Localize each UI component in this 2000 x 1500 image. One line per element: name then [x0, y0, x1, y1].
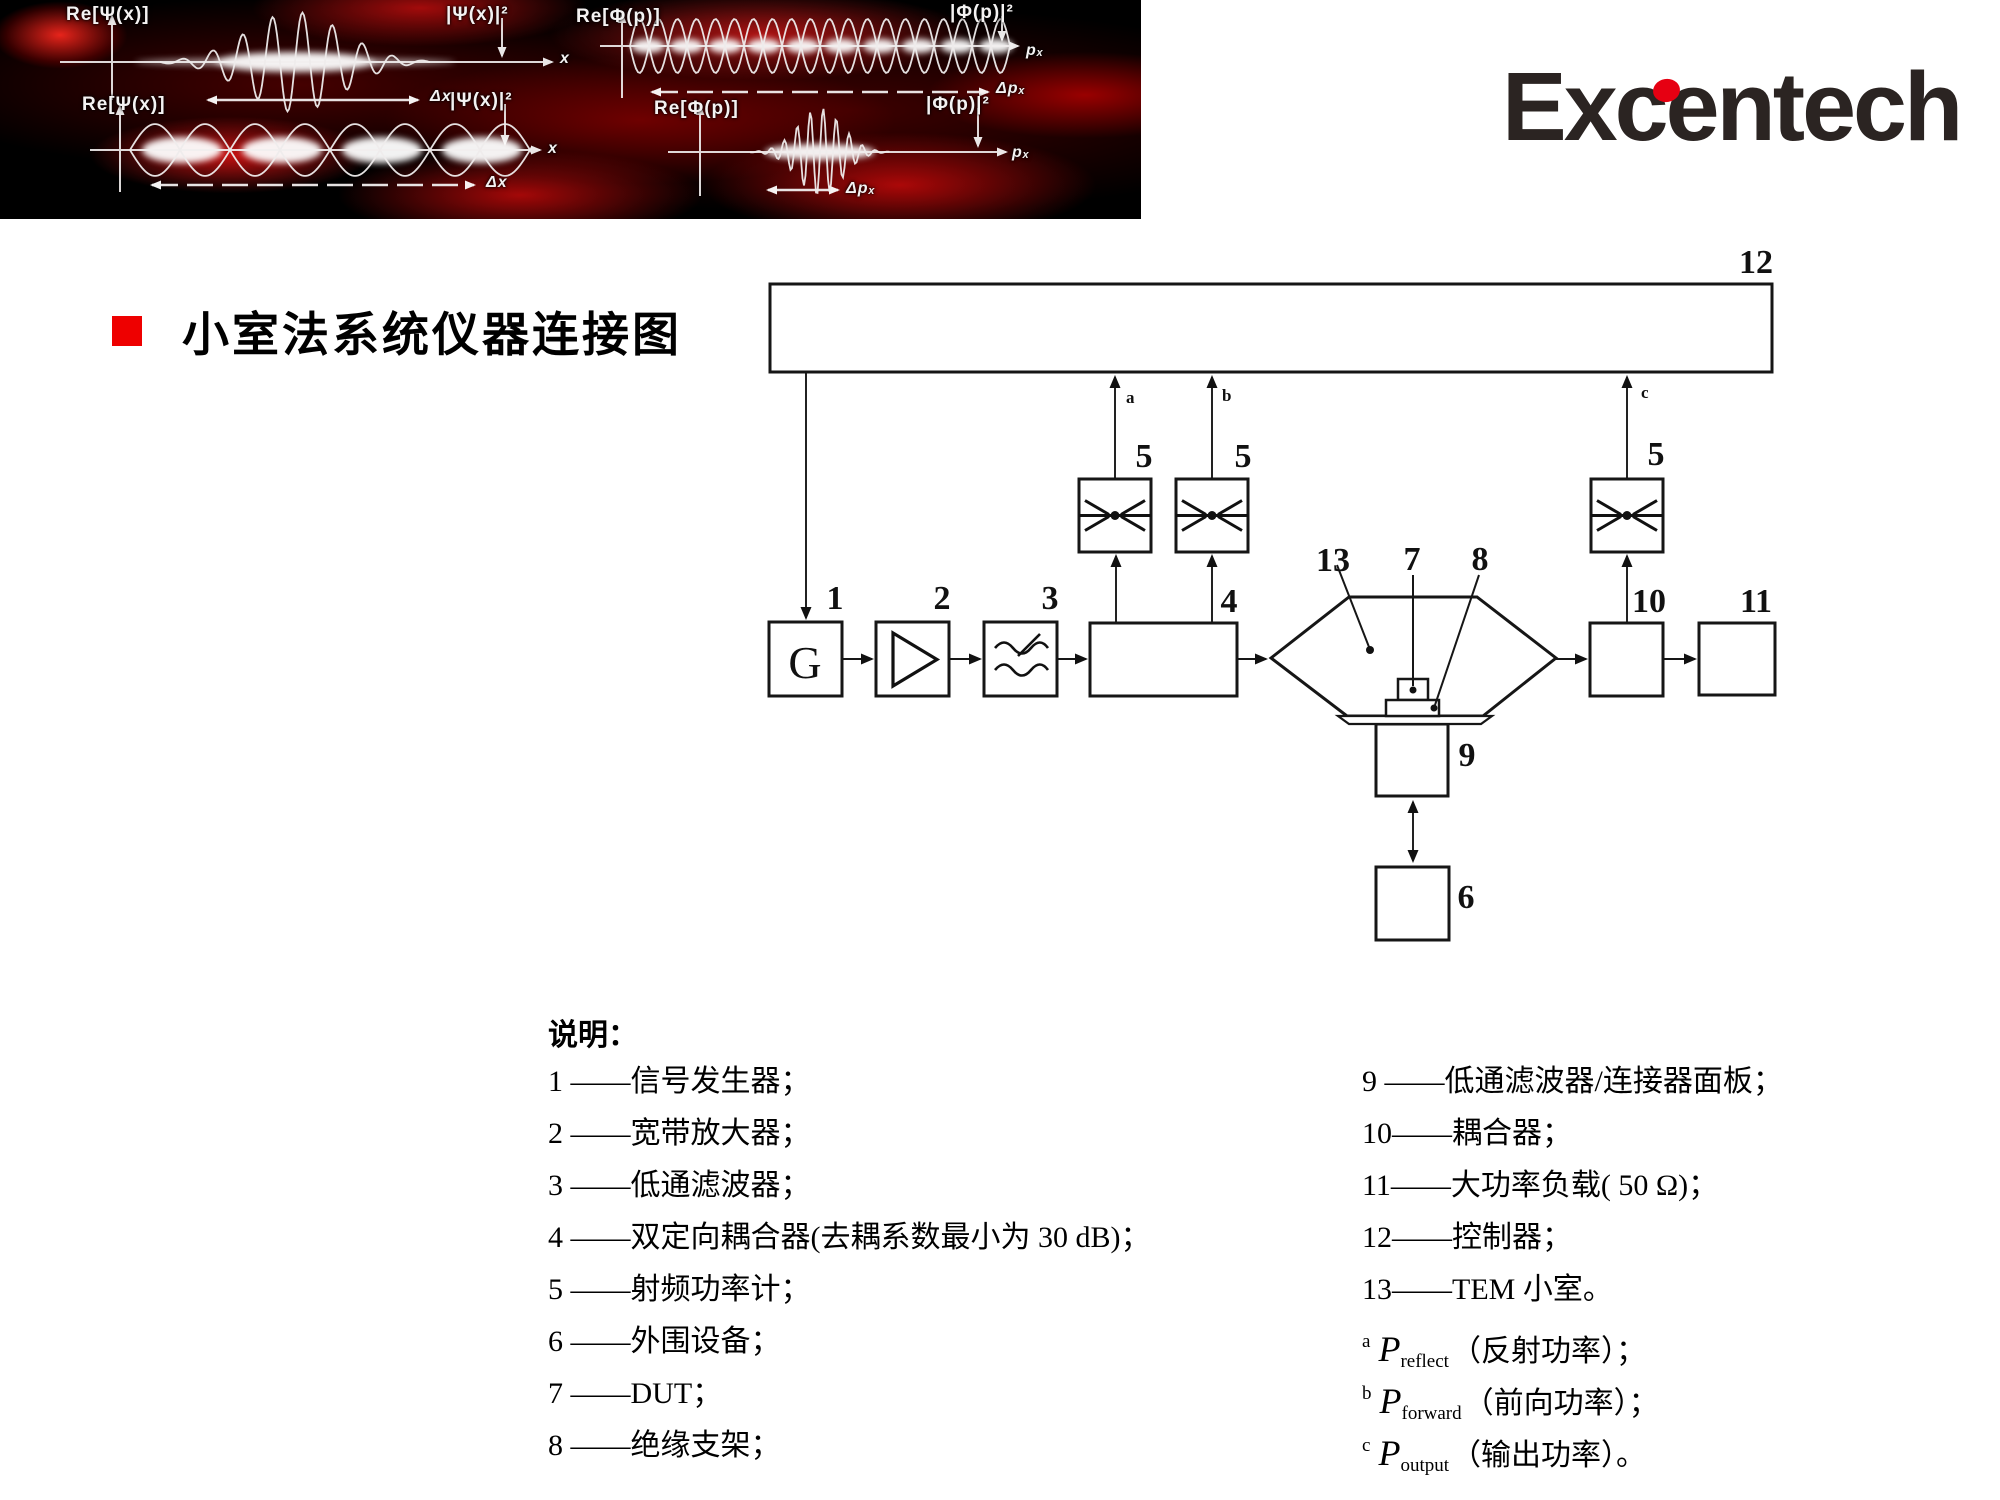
legend-item-8: 8 ——绝缘支架；: [548, 1429, 781, 1462]
wave-axes: [60, 12, 1020, 196]
red-square-bullet-icon: [112, 315, 142, 346]
footnote-p: P: [1379, 1381, 1402, 1421]
legend-item-6: 6 ——外围设备；: [548, 1325, 781, 1358]
connection-lines: [800, 372, 1697, 863]
axis-x-label: x: [560, 50, 570, 67]
footnote-text: （输出功率）。: [1451, 1439, 1646, 1472]
box-lowpass-filter-3: [982, 620, 1059, 698]
legend-item-13: 13——TEM 小室。: [1362, 1273, 1613, 1306]
footnote-sub: reflect: [1400, 1351, 1449, 1372]
port-label-c: c: [1641, 383, 1649, 402]
label-5c: 5: [1648, 436, 1665, 473]
wave-label: |Φ(p)|²: [950, 2, 1014, 23]
axis-px-label: pₓ: [1012, 144, 1031, 161]
logo-text: Excentech: [1502, 52, 1963, 161]
label-1: 1: [827, 580, 844, 617]
wave-label: Re[Φ(p)]: [654, 98, 739, 119]
port-label-b: b: [1222, 386, 1231, 405]
label-6: 6: [1458, 879, 1475, 916]
wave-label: |Ψ(x)|²: [450, 90, 513, 111]
delta-px-label: Δpₓ: [846, 180, 876, 197]
footnote-p: P: [1378, 1329, 1401, 1369]
flame-banner-image: Re[Ψ(x)] |Ψ(x)|² Re[Φ(p)] |Φ(p)|² Re[Ψ(x…: [0, 0, 1141, 219]
box-coupler-10: [1588, 621, 1665, 698]
filter-wave-icon: [993, 633, 1050, 677]
footnote-sup: c: [1362, 1435, 1371, 1456]
box-signal-generator-1: [767, 620, 844, 698]
page-title: 小室法系统仪器连接图: [182, 310, 682, 362]
label-2: 2: [934, 580, 951, 617]
footnote-text: （前向功率）；: [1463, 1387, 1659, 1420]
delta-x-label: Δx: [486, 174, 508, 191]
box-peripheral-6: [1374, 865, 1451, 942]
uncertainty-arrows: [150, 87, 990, 195]
footnote-p: P: [1378, 1433, 1401, 1473]
label-3: 3: [1042, 580, 1059, 617]
wave-label: Re[Ψ(x)]: [82, 94, 166, 115]
axis-x-label: x: [548, 140, 558, 157]
label-4: 4: [1221, 583, 1238, 620]
wave-label: Re[Ψ(x)]: [66, 4, 150, 25]
generator-g-glyph: G: [788, 637, 821, 688]
wave-overlay: [60, 10, 1020, 196]
box-dual-coupler-4: [1088, 621, 1239, 698]
wave-label: |Ψ(x)|²: [446, 4, 509, 25]
legend-item-4: 4 ——双定向耦合器(去耦系数最小为 30 dB)；: [548, 1221, 1151, 1254]
legend-item-12: 12——控制器；: [1362, 1221, 1572, 1254]
leader-lines: [1336, 564, 1480, 712]
label-5a: 5: [1136, 438, 1153, 475]
label-5b: 5: [1235, 438, 1252, 475]
axis-px-label: pₓ: [1026, 42, 1045, 59]
footnote-sub: output: [1400, 1455, 1449, 1476]
legend-right-column: 9 ——低通滤波器/连接器面板； 10——耦合器； 11——大功率负载( 50 …: [1362, 1056, 1783, 1476]
legend-item-1: 1 ——信号发生器；: [548, 1065, 811, 1098]
legend-left-column: 1 ——信号发生器； 2 ——宽带放大器； 3 ——低通滤波器； 4 ——双定向…: [548, 1056, 1151, 1472]
footnote-text: （反射功率）；: [1450, 1335, 1646, 1368]
label-10: 10: [1632, 583, 1666, 620]
footnote-sup: a: [1362, 1331, 1371, 1352]
port-label-a: a: [1126, 388, 1135, 407]
label-9: 9: [1459, 737, 1476, 774]
legend-item-9: 9 ——低通滤波器/连接器面板；: [1362, 1065, 1783, 1098]
legend-item-3: 3 ——低通滤波器；: [548, 1169, 811, 1202]
footnote-sub: forward: [1401, 1403, 1462, 1424]
legend-item-10: 10——耦合器；: [1362, 1117, 1572, 1150]
label-7: 7: [1404, 541, 1421, 578]
company-logo: Excentech: [1502, 52, 1982, 162]
legend-heading: 说明：: [548, 1019, 638, 1052]
label-13: 13: [1316, 542, 1350, 579]
label-11: 11: [1740, 583, 1772, 620]
box-controller-12: [768, 282, 1774, 374]
insulating-support-8: [1384, 698, 1441, 718]
label-8: 8: [1472, 541, 1489, 578]
slide-title-row: 小室法系统仪器连接图: [112, 296, 682, 365]
delta-px-label: Δpₓ: [996, 80, 1026, 97]
label-12: 12: [1739, 244, 1773, 281]
wave-curves: [129, 10, 1011, 195]
legend-item-7: 7 ——DUT；: [548, 1377, 723, 1410]
box-filter-panel-9: [1374, 722, 1450, 798]
box-load-11: [1697, 621, 1777, 697]
delta-x-label: Δx: [430, 88, 452, 105]
amplifier-triangle-icon: [891, 630, 941, 689]
legend-item-11: 11——大功率负载( 50 Ω)；: [1362, 1169, 1719, 1202]
footnote-sup: b: [1362, 1383, 1372, 1404]
wave-label: |Φ(p)|²: [926, 94, 990, 115]
legend-item-2: 2 ——宽带放大器；: [548, 1117, 811, 1150]
legend-item-5: 5 ——射频功率计；: [548, 1273, 811, 1306]
wave-label: Re[Φ(p)]: [576, 6, 661, 27]
